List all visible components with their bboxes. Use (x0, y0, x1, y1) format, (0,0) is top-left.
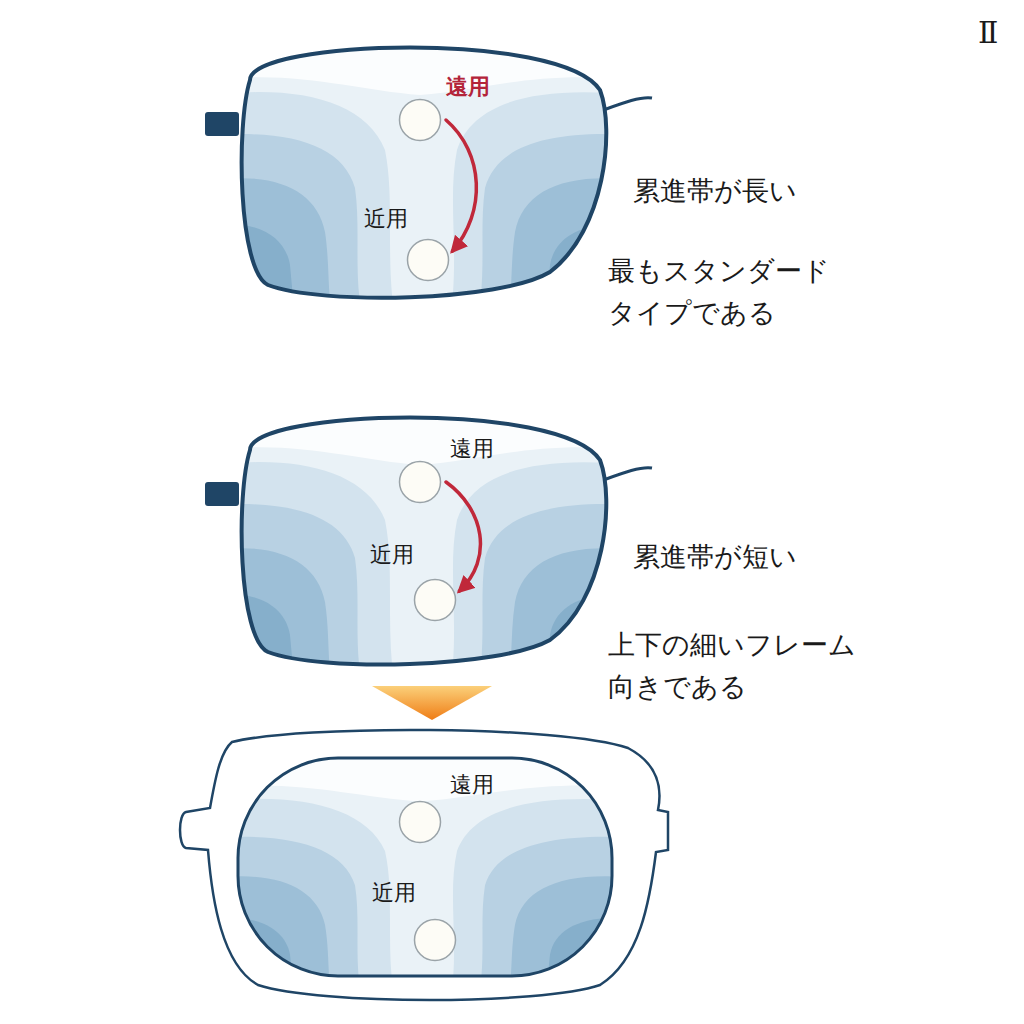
temple-tab (205, 112, 239, 136)
circle-shape (398, 460, 442, 504)
circle-shape (413, 918, 457, 962)
circle-shape (398, 800, 442, 844)
note-text: 累進帯が短い (633, 536, 893, 578)
lens-outline (238, 758, 612, 976)
lens-point-circle: 近用 (406, 238, 450, 282)
curved-arrow (446, 120, 476, 251)
lens-point-circle: 近用 (413, 918, 457, 962)
lens-outline (242, 48, 607, 298)
lens-point-circle: 近用 (413, 578, 457, 622)
temple-tab (205, 482, 239, 506)
circle-shape (406, 238, 450, 282)
point-label: 遠用 (450, 436, 494, 462)
lens-point-circle: 遠用 (398, 800, 442, 844)
circle-shape (398, 98, 442, 142)
lens-point-circle: 遠用 (398, 460, 442, 504)
curved-arrow (446, 482, 480, 591)
point-label: 近用 (364, 206, 408, 232)
circle-shape (413, 578, 457, 622)
point-label: 近用 (372, 880, 416, 906)
lens-outline (242, 418, 607, 665)
point-label: 遠用 (450, 772, 494, 798)
lens-point-circle: 遠用 (398, 98, 442, 142)
point-label: 遠用 (446, 74, 490, 100)
page-number: Ⅱ (978, 10, 1018, 57)
down-arrow (372, 686, 492, 720)
note-text: 累進帯が長い (633, 170, 893, 212)
point-label: 近用 (370, 542, 414, 568)
note-text: 最もスタンダード タイプである (608, 250, 853, 334)
note-text: 上下の細いフレーム 向きである (608, 624, 883, 708)
